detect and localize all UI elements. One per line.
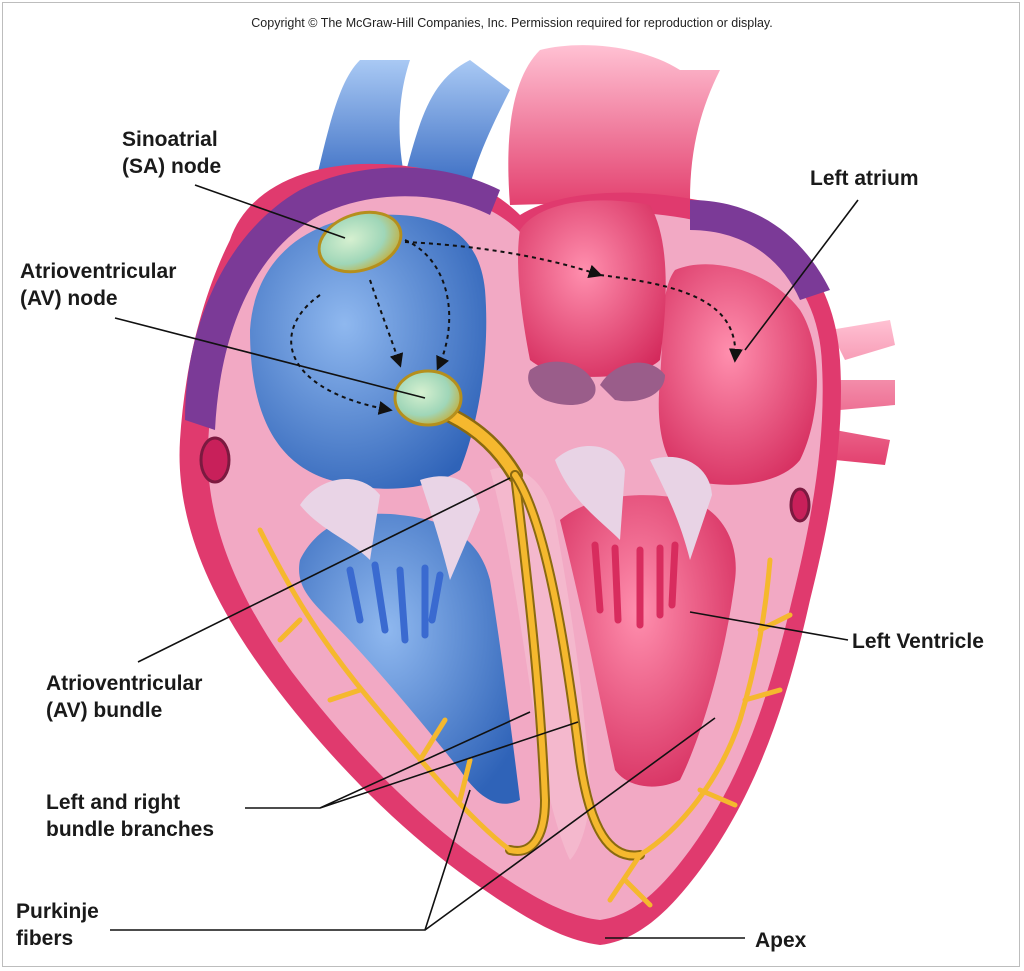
label-bundle-branches: Left and right bundle branches [46,789,214,843]
label-purkinje-line2: fibers [16,927,74,950]
label-av-node: Atrioventricular (AV) node [20,258,176,312]
label-av-bundle-line2: (AV) bundle [46,699,163,722]
left-ventricle [560,495,736,787]
label-av-node-line1: Atrioventricular [20,260,177,283]
tricuspid-valve [300,476,480,580]
coronary-opening-left [199,436,231,484]
aortic-valve [528,361,665,405]
label-left-atrium: Left atrium [810,167,919,190]
purkinje-right [257,527,513,853]
label-purkinje-fibers: Purkinje fibers [16,898,99,952]
copyright-notice: Copyright © The McGraw-Hill Companies, I… [251,16,773,30]
label-av-bundle-line1: Atrioventricular [46,672,203,695]
left-top-purple-band [185,167,500,430]
aortic-root [518,200,666,377]
av-node [393,369,463,427]
left-chordae [591,541,679,629]
superior-vena-cava [315,60,410,185]
label-sa-node: Sinoatrial (SA) node [122,126,221,180]
label-purkinje-line1: Purkinje [16,900,99,923]
coronary-opening-right [789,487,811,523]
label-av-node-line2: (AV) node [20,287,118,310]
right-chordae [346,561,444,644]
label-sa-node-line1: Sinoatrial [122,128,218,151]
label-left-ventricle: Left Ventricle [852,630,984,653]
left-atrium-chamber [658,264,817,485]
pulmonary-trunk [405,60,510,185]
sa-node [317,210,403,274]
label-av-bundle: Atrioventricular (AV) bundle [46,670,202,724]
label-apex: Apex [755,929,807,952]
label-bundle-branches-line1: Left and right [46,791,181,814]
pulmonary-veins [830,320,895,465]
leader-lines [110,184,859,939]
right-top-purple-band [690,200,830,300]
aorta [508,45,720,206]
purkinje-left [607,557,793,908]
impulse-arrows [290,239,743,415]
label-bundle-branches-line2: bundle branches [46,818,215,841]
label-sa-node-line2: (SA) node [122,155,222,178]
mitral-valve [555,446,712,560]
